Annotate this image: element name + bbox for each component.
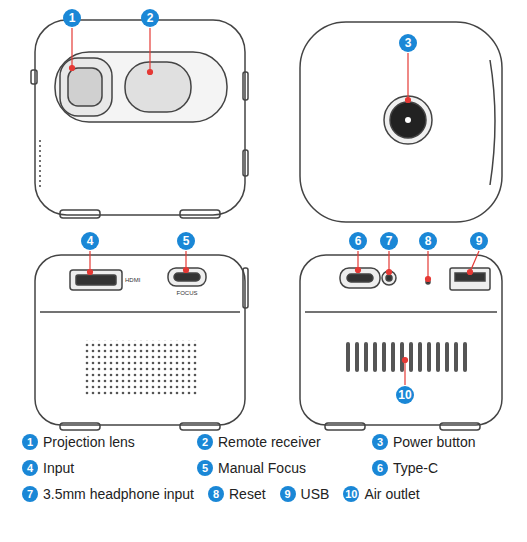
vent-slot xyxy=(409,342,413,372)
vent-slot xyxy=(355,342,359,372)
callout-number: 7 xyxy=(380,232,398,250)
legend-text: Power button xyxy=(393,435,476,449)
legend-text: Air outlet xyxy=(364,487,419,501)
callout-number: 2 xyxy=(141,9,159,27)
port-label: HDMI xyxy=(125,277,140,283)
legend-number: 6 xyxy=(372,460,388,476)
vent-slot xyxy=(454,342,458,372)
vent-slot xyxy=(391,342,395,372)
vent-slot xyxy=(373,342,377,372)
legend-text: Projection lens xyxy=(43,435,135,449)
legend-number: 5 xyxy=(197,460,213,476)
legend-text: Input xyxy=(43,461,74,475)
legend-number: 10 xyxy=(343,486,359,502)
vent-slot xyxy=(463,342,467,372)
callout-number: 1 xyxy=(63,9,81,27)
vent-slot xyxy=(436,342,440,372)
vent-slot xyxy=(418,342,422,372)
vent-slot xyxy=(382,342,386,372)
callout-number: 6 xyxy=(349,232,367,250)
legend-number: 2 xyxy=(197,434,213,450)
callout-number: 10 xyxy=(396,386,414,404)
callout-number: 5 xyxy=(177,232,195,250)
legend-text: Remote receiver xyxy=(218,435,321,449)
legend-number: 4 xyxy=(22,460,38,476)
callout-number: 8 xyxy=(419,232,437,250)
callout-number: 3 xyxy=(399,34,417,52)
legend-number: 8 xyxy=(208,486,224,502)
legend-number: 9 xyxy=(280,486,296,502)
legend-text: 3.5mm headphone input xyxy=(43,487,194,501)
legend-number: 7 xyxy=(22,486,38,502)
legend-text: Manual Focus xyxy=(218,461,306,475)
vent-slot xyxy=(400,342,404,372)
vent-slot xyxy=(445,342,449,372)
legend-text: Reset xyxy=(229,487,266,501)
legend-number: 1 xyxy=(22,434,38,450)
legend-number: 3 xyxy=(372,434,388,450)
legend-text: USB xyxy=(301,487,330,501)
legend-text: Type-C xyxy=(393,461,438,475)
vent-slot xyxy=(346,342,350,372)
vent-slot xyxy=(364,342,368,372)
callout-number: 9 xyxy=(470,232,488,250)
callout-number: 4 xyxy=(81,232,99,250)
vent-slot xyxy=(427,342,431,372)
port-label: FOCUS xyxy=(177,290,198,296)
